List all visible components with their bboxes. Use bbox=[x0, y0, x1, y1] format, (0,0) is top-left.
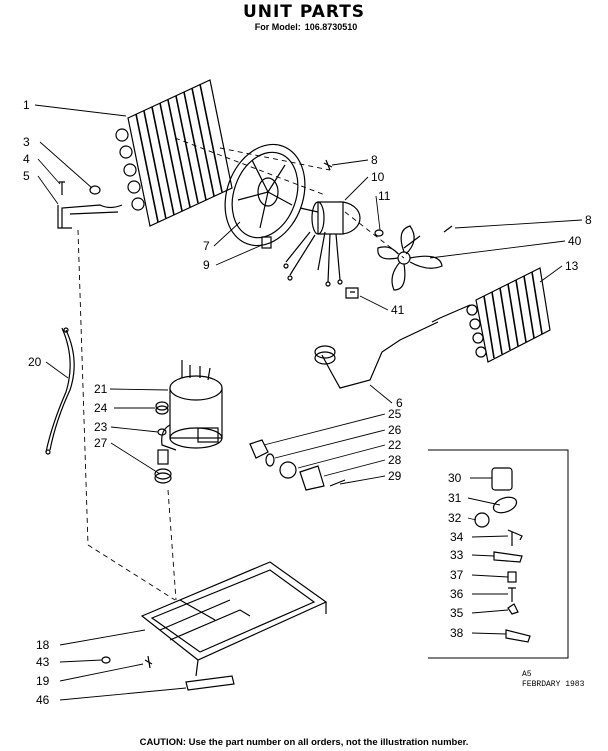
sensing-bulb-clip bbox=[89, 185, 101, 195]
callout-8: 8 bbox=[371, 153, 378, 167]
wiring-harness bbox=[45, 327, 75, 453]
callout-20: 20 bbox=[28, 355, 42, 369]
model-number: 106.8730510 bbox=[304, 22, 358, 32]
blower-wheel bbox=[224, 143, 306, 247]
condenser-fan-blade bbox=[377, 225, 443, 291]
callout-13: 13 bbox=[565, 259, 579, 273]
washer-11 bbox=[374, 229, 384, 237]
callout-7: 7 bbox=[203, 239, 210, 253]
model-line: For Model:106.8730510 bbox=[0, 22, 608, 32]
grommet-43 bbox=[101, 656, 111, 664]
revision-stamp: A5 FEBRDARY 1983 bbox=[522, 670, 584, 690]
callout-3: 3 bbox=[23, 135, 30, 149]
callout-6: 6 bbox=[396, 396, 403, 410]
callout-18: 18 bbox=[36, 638, 50, 652]
base-pan bbox=[140, 561, 328, 677]
callout-34: 34 bbox=[450, 530, 464, 544]
tubing-coil bbox=[314, 345, 336, 359]
callout-19: 19 bbox=[36, 674, 50, 688]
page-title: UNIT PARTS bbox=[242, 2, 366, 22]
electrical-parts-inset bbox=[428, 449, 569, 659]
callout-33: 33 bbox=[450, 548, 464, 562]
bracket-41 bbox=[345, 287, 359, 299]
compressor bbox=[161, 360, 223, 451]
evaporator-coil bbox=[61, 79, 233, 228]
overload-protector-parts bbox=[249, 439, 346, 491]
callout-32: 32 bbox=[448, 511, 462, 525]
condenser-coil bbox=[431, 267, 551, 363]
fan-motor bbox=[283, 201, 361, 287]
callout-11: 11 bbox=[378, 189, 391, 203]
callout-30: 30 bbox=[448, 471, 462, 485]
callout-8b: 8 bbox=[585, 213, 592, 227]
stamp-code: A5 bbox=[522, 670, 532, 679]
callout-22: 27 bbox=[94, 436, 108, 450]
callout-41: 41 bbox=[391, 303, 405, 317]
caution-note: CAUTION: Use the part number on all orde… bbox=[139, 737, 469, 748]
callout-28: 28 bbox=[388, 453, 402, 467]
callout-31: 31 bbox=[448, 491, 462, 505]
assembly-lines bbox=[77, 137, 405, 601]
callout-25: 25 bbox=[388, 407, 402, 421]
callout-36: 36 bbox=[450, 587, 464, 601]
callout-27: 22 bbox=[388, 438, 402, 452]
callout-26: 26 bbox=[388, 423, 402, 437]
callout-1: 1 bbox=[23, 98, 30, 112]
callout-24: 24 bbox=[94, 401, 108, 415]
leader-lines bbox=[34, 104, 583, 701]
callout-10: 10 bbox=[371, 170, 385, 184]
set-screw bbox=[261, 236, 272, 249]
stamp-date: FEBRDARY 1983 bbox=[522, 680, 585, 689]
callout-35: 35 bbox=[450, 606, 464, 620]
callout-38: 38 bbox=[450, 626, 464, 640]
callout-43: 43 bbox=[36, 655, 50, 669]
drain-tube bbox=[57, 205, 72, 229]
clip-8-right bbox=[443, 225, 453, 233]
callout-37: 37 bbox=[450, 568, 464, 582]
callout-5: 5 bbox=[23, 169, 30, 183]
callout-46: 46 bbox=[36, 693, 50, 707]
capillary-tube-end bbox=[59, 181, 65, 195]
callout-9: 9 bbox=[203, 258, 210, 272]
callout-29: 29 bbox=[388, 469, 402, 483]
callout-23: 23 bbox=[94, 420, 108, 434]
base-pan-rail bbox=[185, 675, 235, 691]
screw-19 bbox=[144, 655, 153, 669]
callout-40: 40 bbox=[568, 234, 582, 248]
callout-21: 21 bbox=[94, 382, 108, 396]
mounting-hardware bbox=[154, 401, 172, 484]
refrigerant-tubing bbox=[321, 321, 439, 389]
model-label: For Model: bbox=[254, 22, 301, 32]
clip-8-top bbox=[323, 159, 333, 171]
callout-4: 4 bbox=[23, 152, 30, 166]
